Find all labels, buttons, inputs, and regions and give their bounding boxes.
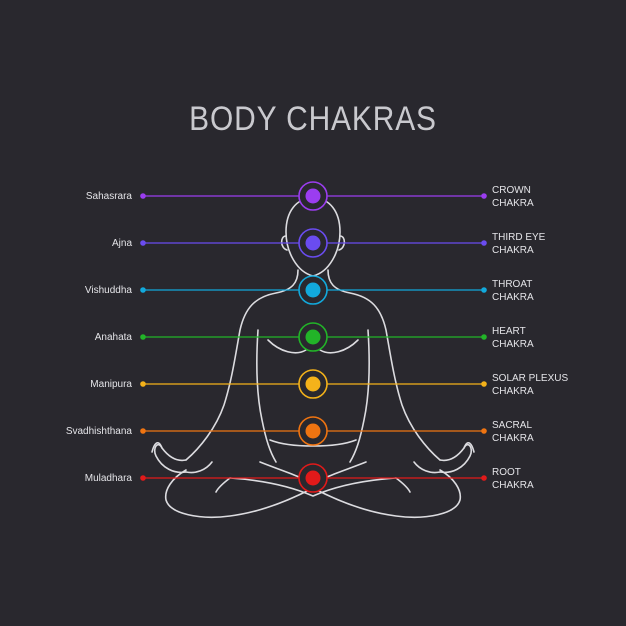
heart-chakra-core xyxy=(305,329,321,345)
solar-plexus-right-dot xyxy=(481,381,487,387)
english-label-throat: THROAT CHAKRA xyxy=(492,278,622,304)
english-label-line1: SOLAR PLEXUS xyxy=(492,373,569,384)
heart-left-dot xyxy=(140,334,146,340)
chakra-layer xyxy=(140,181,487,493)
sanskrit-label-svadhishthana: Svadhishthana xyxy=(65,426,132,437)
heart-right-dot xyxy=(481,334,487,340)
solar-plexus-left-dot xyxy=(140,381,146,387)
root-chakra-core xyxy=(305,470,321,486)
throat-left-dot xyxy=(140,287,146,293)
english-label-solar-plexus: SOLAR PLEXUS CHAKRA xyxy=(492,372,622,398)
third-eye-left-dot xyxy=(140,240,146,246)
sanskrit-label-manipura: Manipura xyxy=(90,379,132,390)
english-label-line2: CHAKRA xyxy=(492,245,534,256)
solar-plexus-chakra-core xyxy=(305,376,321,392)
english-label-line1: THIRD EYE xyxy=(492,232,546,243)
sacral-right-dot xyxy=(481,428,487,434)
sanskrit-label-anahata: Anahata xyxy=(94,332,132,343)
english-label-line1: ROOT xyxy=(492,467,521,478)
crown-right-dot xyxy=(481,193,487,199)
english-label-line1: THROAT xyxy=(492,279,533,290)
third-eye-right-dot xyxy=(481,240,487,246)
throat-chakra-core xyxy=(305,282,321,298)
english-label-line1: HEART xyxy=(492,326,526,337)
sanskrit-label-sahasrara: Sahasrara xyxy=(85,191,132,202)
english-label-line2: CHAKRA xyxy=(492,480,534,491)
english-label-line2: CHAKRA xyxy=(492,339,534,350)
english-label-line2: CHAKRA xyxy=(492,433,534,444)
sanskrit-label-ajna: Ajna xyxy=(111,238,132,249)
sacral-chakra-core xyxy=(305,423,321,439)
crown-chakra-core xyxy=(305,188,321,204)
page-title: BODY CHAKRAS xyxy=(189,100,437,138)
throat-right-dot xyxy=(481,287,487,293)
english-label-line1: SACRAL xyxy=(492,420,533,431)
english-label-line2: CHAKRA xyxy=(492,292,534,303)
english-label-line2: CHAKRA xyxy=(492,386,534,397)
third-eye-chakra-core xyxy=(305,235,321,251)
crown-left-dot xyxy=(140,193,146,199)
root-right-dot xyxy=(481,475,487,481)
sanskrit-label-muladhara: Muladhara xyxy=(84,473,132,484)
english-label-heart: HEART CHAKRA xyxy=(492,325,622,351)
english-label-line1: CROWN xyxy=(492,185,531,196)
english-label-line2: CHAKRA xyxy=(492,198,534,209)
english-label-root: ROOT CHAKRA xyxy=(492,466,622,492)
root-left-dot xyxy=(140,475,146,481)
english-label-crown: CROWN CHAKRA xyxy=(492,184,622,210)
english-label-sacral: SACRAL CHAKRA xyxy=(492,419,622,445)
english-label-third-eye: THIRD EYE CHAKRA xyxy=(492,231,622,257)
sanskrit-label-vishuddha: Vishuddha xyxy=(84,285,132,296)
sacral-left-dot xyxy=(140,428,146,434)
